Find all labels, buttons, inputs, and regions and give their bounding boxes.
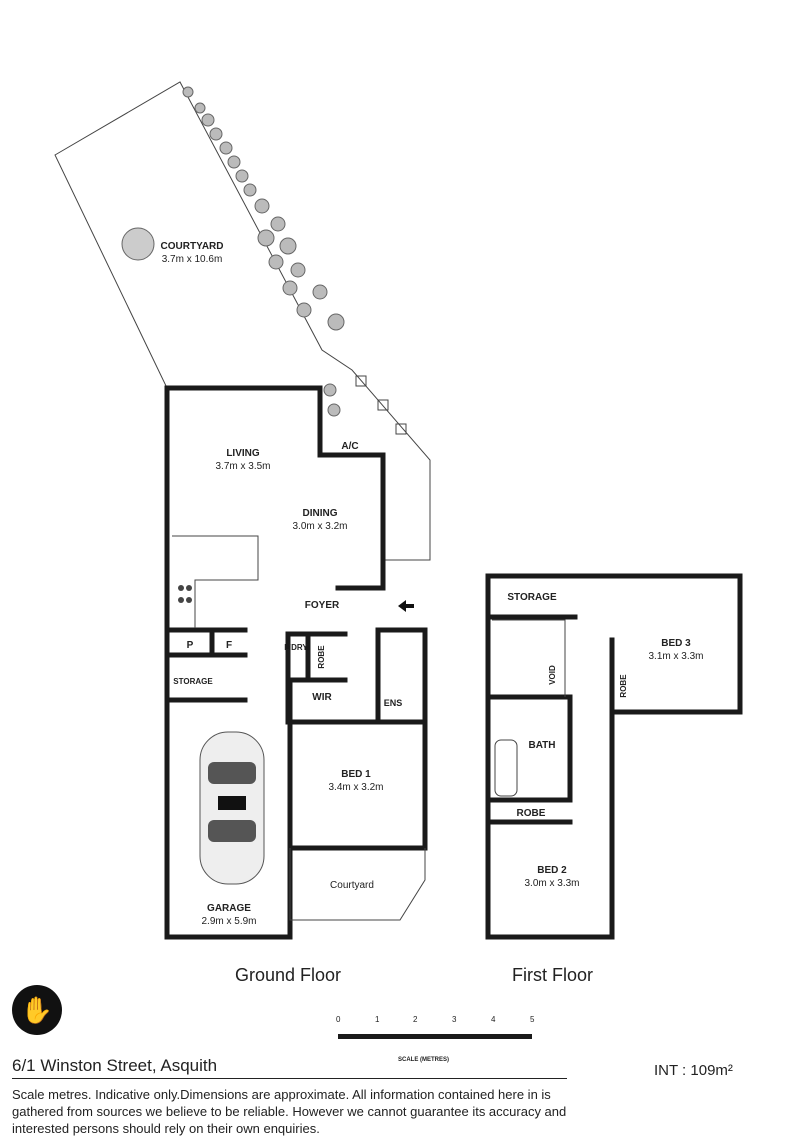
bed3-label: BED 3 (661, 638, 691, 649)
foyer-label: FOYER (305, 600, 340, 611)
bed1-label: BED 1 (341, 769, 371, 780)
first-floor-title: First Floor (512, 965, 593, 985)
ground-floor-title: Ground Floor (235, 965, 342, 985)
divider (12, 1078, 567, 1079)
scale-tick: 3 (452, 1015, 457, 1024)
robe-bed2-label: ROBE (517, 808, 546, 819)
living-dim: 3.7m x 3.5m (215, 461, 270, 472)
scale-tick: 0 (336, 1015, 341, 1024)
courtyard-top-label: COURTYARD (161, 241, 224, 252)
first-floor-walls (485, 573, 743, 940)
dining-dim: 3.0m x 3.2m (292, 521, 347, 532)
robe-bed3-label: ROBE (619, 674, 628, 698)
bath-label: BATH (528, 740, 555, 751)
storage-ground-label: STORAGE (173, 677, 213, 686)
ensuite-label: ENS (384, 698, 403, 708)
storage-first-label: STORAGE (507, 592, 557, 603)
scale-tick: 2 (413, 1015, 418, 1024)
bed3-dim: 3.1m x 3.3m (648, 651, 703, 662)
ac-label: A/C (341, 441, 358, 452)
laundry-label: L'DRY (284, 643, 308, 652)
void-label: VOID (548, 665, 557, 685)
living-label: LIVING (226, 448, 260, 459)
robe-ground-label: ROBE (317, 645, 326, 669)
scale-tick: 5 (530, 1015, 535, 1024)
pavers (355, 375, 407, 435)
garage-dim: 2.9m x 5.9m (201, 916, 256, 927)
courtyard-top-dim: 3.7m x 10.6m (162, 254, 223, 265)
property-address: 6/1 Winston Street, Asquith (12, 1056, 218, 1075)
entry-arrow-icon (398, 600, 414, 612)
wir-label: WIR (312, 692, 332, 703)
scale-label: SCALE (METRES) (398, 1057, 449, 1063)
courtyard-bottom-label: Courtyard (330, 880, 374, 891)
hand-logo-icon: ✋ (12, 985, 62, 1035)
pantry-label: P (187, 640, 194, 651)
scale-tick: 4 (491, 1015, 496, 1024)
bed2-label: BED 2 (537, 865, 567, 876)
internal-area: INT : 109m² (654, 1062, 733, 1079)
car-icon (199, 731, 265, 885)
ground-floor-walls (164, 385, 428, 940)
dining-label: DINING (303, 508, 338, 519)
disclaimer: Scale metres. Indicative only.Dimensions… (12, 1087, 567, 1136)
fridge-label: F (226, 640, 232, 651)
plants (121, 86, 345, 417)
stove-icon (178, 585, 192, 603)
garage-label: GARAGE (207, 903, 251, 914)
courtyard-boundary (54, 81, 431, 561)
bed1-dim: 3.4m x 3.2m (328, 782, 383, 793)
scale-tick: 1 (375, 1015, 380, 1024)
scale-bar (338, 1034, 532, 1039)
bed2-dim: 3.0m x 3.3m (524, 878, 579, 889)
